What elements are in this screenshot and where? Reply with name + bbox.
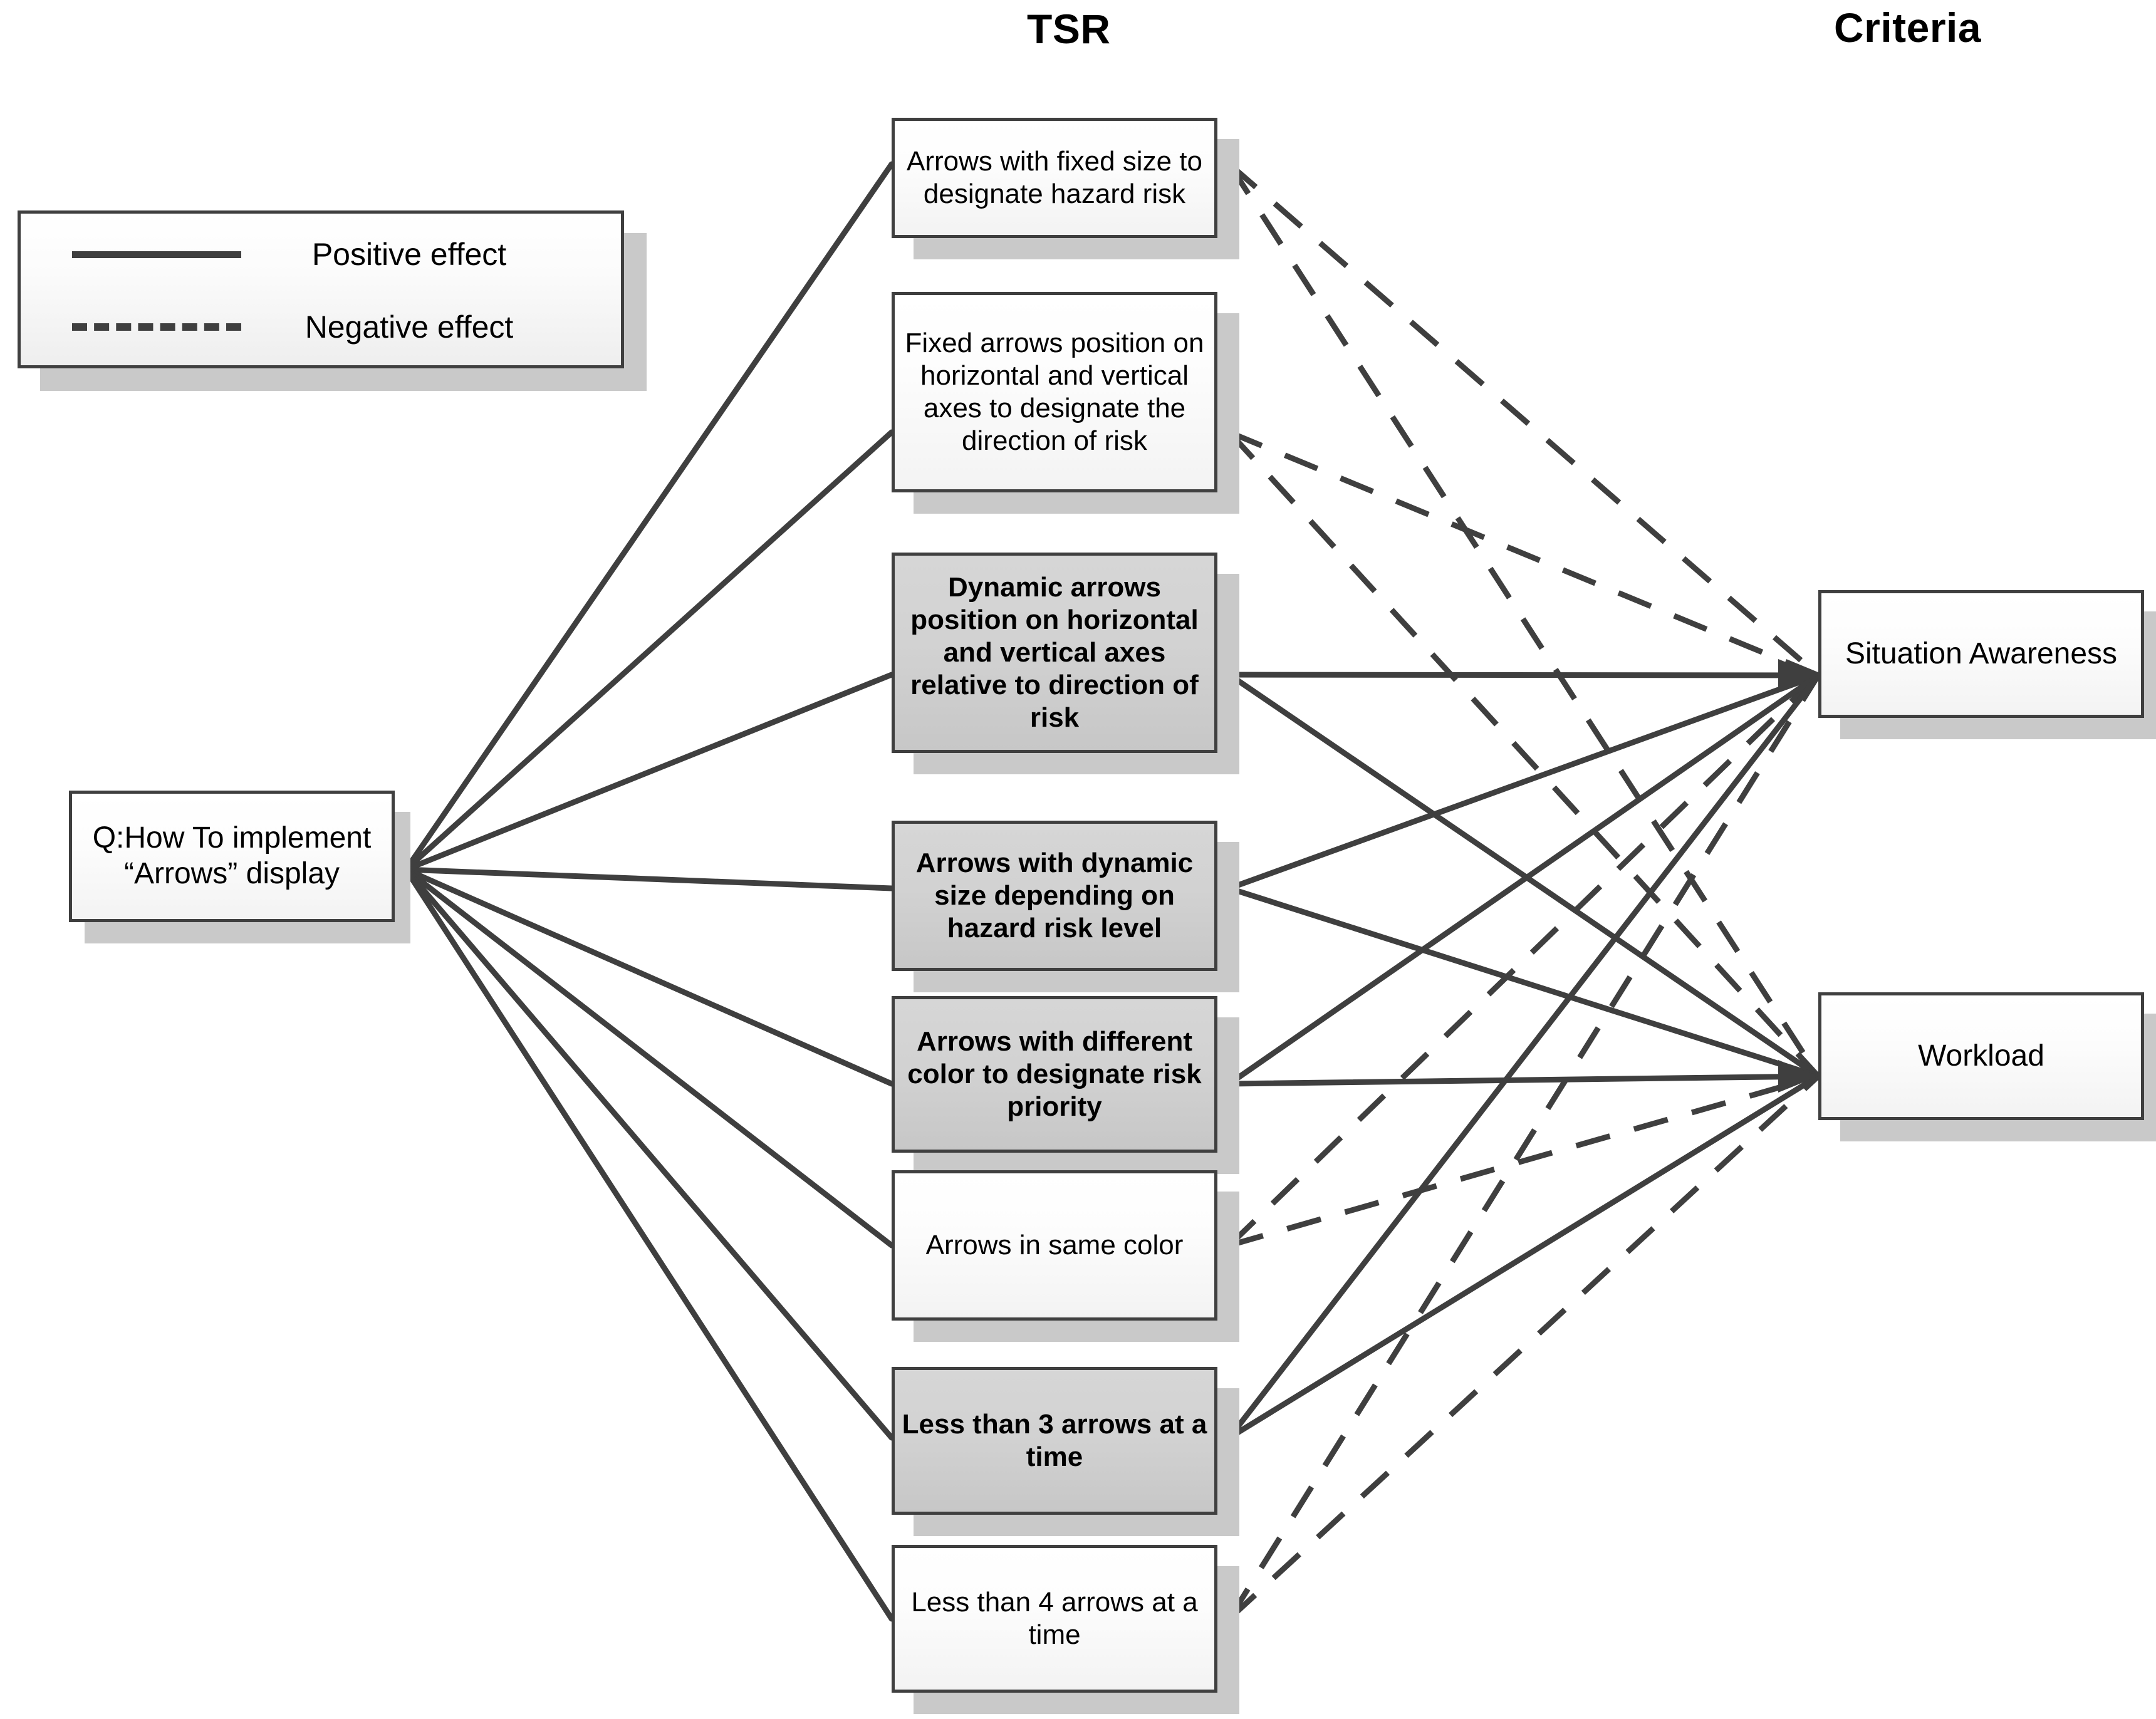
edge-q-tsr7	[403, 866, 895, 1441]
tsr-node-label: Arrows with fixed size to designate haza…	[907, 146, 1202, 209]
criteria-node-workload[interactable]: Workload	[1818, 992, 2144, 1120]
edge-tsr1-crit1	[1227, 162, 1820, 678]
arrowhead-crit2	[1778, 1060, 1818, 1093]
edge-q-tsr4	[403, 866, 895, 891]
tsr-node-label: Arrows with dynamic size depending on ha…	[915, 848, 1194, 943]
tsr-node-fixed-arrows-position[interactable]: Fixed arrows position on horizontal and …	[892, 292, 1217, 492]
question-node[interactable]: Q:How To implement “Arrows” display	[69, 791, 395, 922]
arrowhead-crit1	[1778, 659, 1818, 692]
criteria-node-situation-awareness[interactable]: Situation Awareness	[1818, 590, 2144, 718]
edges-negative-effect	[1227, 162, 1821, 1621]
edge-tsr4-crit2	[1226, 885, 1821, 1079]
edge-tsr7-crit1	[1226, 672, 1821, 1441]
legend-swatch-dashed-line	[72, 323, 241, 331]
criteria-node-label: Situation Awareness	[1845, 636, 2118, 670]
tsr-node-label: Arrows in same color	[925, 1230, 1184, 1261]
tsr-node-dynamic-arrows-position[interactable]: Dynamic arrows position on horizontal an…	[892, 553, 1217, 753]
edge-tsr1-crit2	[1227, 162, 1821, 1078]
tsr-node-arrows-same-color[interactable]: Arrows in same color	[892, 1170, 1217, 1321]
tsr-node-label: Arrows with different color to designate…	[907, 1026, 1202, 1122]
edge-tsr5-crit1	[1226, 672, 1821, 1087]
edges-positive-effect	[1226, 672, 1821, 1441]
column-header-tsr: TSR	[1027, 6, 1111, 52]
edge-tsr6-crit2	[1228, 1073, 1820, 1249]
legend-row-negative: Negative effect	[21, 293, 621, 361]
edge-tsr2-crit1	[1228, 429, 1820, 678]
tsr-node-less-than-3-arrows[interactable]: Less than 3 arrows at a time	[892, 1367, 1217, 1515]
edge-tsr8-crit1	[1227, 673, 1821, 1621]
legend-row-positive: Positive effect	[21, 220, 621, 289]
tsr-node-label: Fixed arrows position on horizontal and …	[905, 328, 1204, 456]
edge-tsr3-crit2	[1226, 672, 1821, 1079]
edge-q-tsr6	[403, 866, 895, 1249]
column-header-criteria: Criteria	[1834, 4, 1982, 51]
tsr-node-label: Dynamic arrows position on horizontal an…	[910, 572, 1199, 733]
tsr-node-less-than-4-arrows[interactable]: Less than 4 arrows at a time	[892, 1545, 1217, 1693]
edge-tsr7-crit2	[1226, 1073, 1821, 1441]
edge-q-tsr8	[403, 866, 895, 1622]
edge-tsr5-crit2	[1226, 1073, 1821, 1087]
tsr-node-arrows-dynamic-size[interactable]: Arrows with dynamic size depending on ha…	[892, 821, 1217, 971]
edge-q-tsr3	[403, 672, 895, 873]
edge-arrowheads	[1778, 659, 1818, 1093]
legend-label-negative: Negative effect	[305, 309, 514, 345]
edge-tsr2-crit2	[1227, 430, 1821, 1079]
edge-tsr8-crit2	[1227, 1074, 1821, 1621]
legend-swatch-solid-line	[72, 251, 241, 258]
edge-q-tsr2	[403, 429, 895, 873]
legend: Positive effect Negative effect	[18, 210, 624, 368]
criteria-node-label: Workload	[1918, 1039, 2044, 1072]
edge-tsr4-crit1	[1226, 672, 1821, 891]
edge-tsr6-crit1	[1227, 673, 1821, 1248]
tsr-node-label: Less than 4 arrows at a time	[911, 1587, 1198, 1650]
legend-label-positive: Positive effect	[311, 237, 507, 272]
edge-q-tsr5	[403, 866, 895, 1087]
tsr-node-arrows-fixed-size[interactable]: Arrows with fixed size to designate haza…	[892, 118, 1217, 238]
tsr-node-label: Less than 3 arrows at a time	[902, 1409, 1207, 1472]
tsr-node-arrows-different-color[interactable]: Arrows with different color to designate…	[892, 996, 1217, 1153]
question-node-label: Q:How To implement “Arrows” display	[92, 821, 372, 890]
